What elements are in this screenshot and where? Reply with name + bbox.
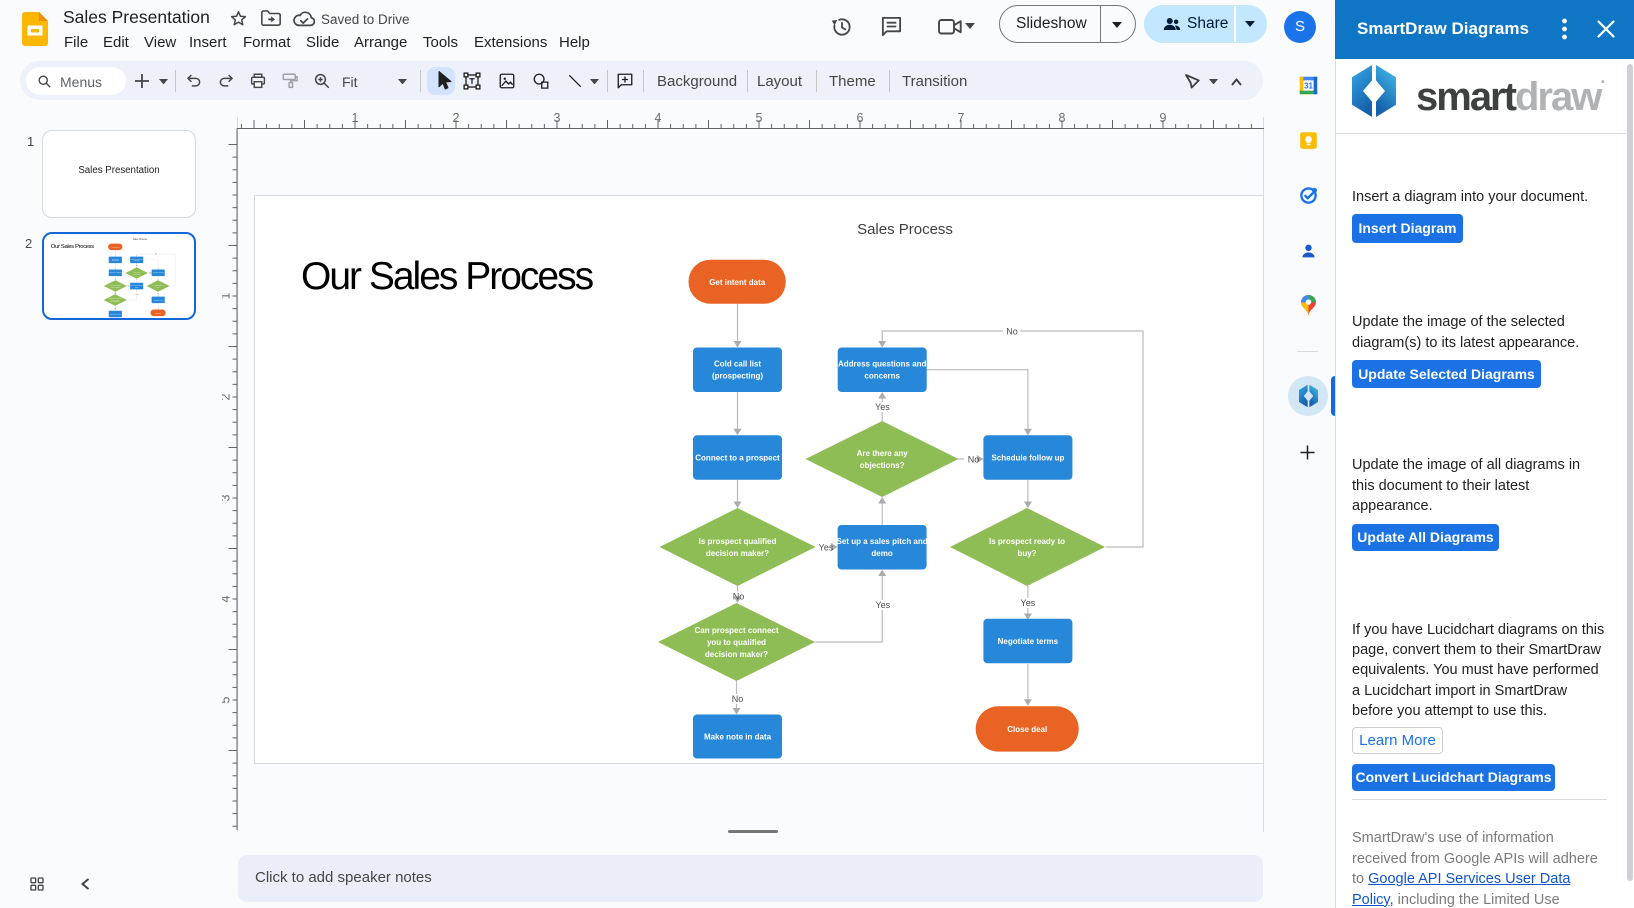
svg-text:decision maker?: decision maker? bbox=[705, 650, 768, 659]
svg-text:6: 6 bbox=[857, 111, 864, 125]
svg-text:1: 1 bbox=[352, 111, 359, 125]
svg-text:5: 5 bbox=[222, 696, 233, 703]
svg-text:No: No bbox=[733, 592, 745, 602]
svg-text:4: 4 bbox=[222, 595, 233, 602]
svg-text:Is prospect qualified: Is prospect qualified bbox=[699, 537, 777, 546]
svg-text:9: 9 bbox=[1160, 111, 1167, 125]
svg-text:you to qualified: you to qualified bbox=[707, 638, 766, 647]
svg-text:Yes: Yes bbox=[1021, 598, 1036, 608]
svg-text:Address questions and: Address questions and bbox=[838, 360, 927, 369]
svg-text:No: No bbox=[1006, 327, 1018, 337]
svg-text:Yes: Yes bbox=[875, 402, 890, 412]
svg-text:Schedule follow up: Schedule follow up bbox=[991, 454, 1064, 463]
svg-text:No: No bbox=[732, 694, 744, 704]
svg-text:Yes: Yes bbox=[875, 600, 890, 610]
svg-text:Our Sales Process: Our Sales Process bbox=[301, 255, 594, 298]
svg-text:3: 3 bbox=[554, 111, 561, 125]
svg-text:Can prospect connect: Can prospect connect bbox=[694, 626, 778, 635]
svg-text:Set up a sales pitch and: Set up a sales pitch and bbox=[837, 537, 928, 546]
svg-text:2: 2 bbox=[222, 393, 233, 400]
svg-text:Sales Process: Sales Process bbox=[857, 221, 953, 238]
svg-text:Close deal: Close deal bbox=[1007, 725, 1047, 734]
svg-text:(prospecting): (prospecting) bbox=[712, 372, 763, 381]
svg-text:5: 5 bbox=[756, 111, 763, 125]
svg-text:Are there any: Are there any bbox=[857, 449, 909, 458]
svg-text:buy?: buy? bbox=[1017, 549, 1036, 558]
svg-text:No: No bbox=[968, 455, 980, 465]
svg-text:Negotiate terms: Negotiate terms bbox=[998, 637, 1059, 646]
svg-text:2: 2 bbox=[453, 111, 460, 125]
svg-text:Make note in data: Make note in data bbox=[704, 733, 772, 742]
svg-text:demo: demo bbox=[871, 549, 892, 558]
svg-text:Is prospect ready to: Is prospect ready to bbox=[989, 537, 1065, 546]
svg-text:Yes: Yes bbox=[819, 543, 834, 553]
svg-text:31: 31 bbox=[1304, 82, 1313, 91]
svg-text:8: 8 bbox=[1059, 111, 1066, 125]
svg-text:concerns: concerns bbox=[864, 372, 900, 381]
svg-text:objections?: objections? bbox=[860, 461, 905, 470]
svg-text:Get intent data: Get intent data bbox=[709, 278, 766, 287]
svg-text:Cold call list: Cold call list bbox=[714, 360, 761, 369]
svg-text:7: 7 bbox=[958, 111, 965, 125]
svg-text:4: 4 bbox=[655, 111, 662, 125]
svg-text:decision maker?: decision maker? bbox=[706, 549, 769, 558]
svg-text:3: 3 bbox=[222, 494, 233, 501]
svg-text:Connect to a prospect: Connect to a prospect bbox=[695, 454, 780, 463]
svg-text:1: 1 bbox=[222, 292, 233, 299]
